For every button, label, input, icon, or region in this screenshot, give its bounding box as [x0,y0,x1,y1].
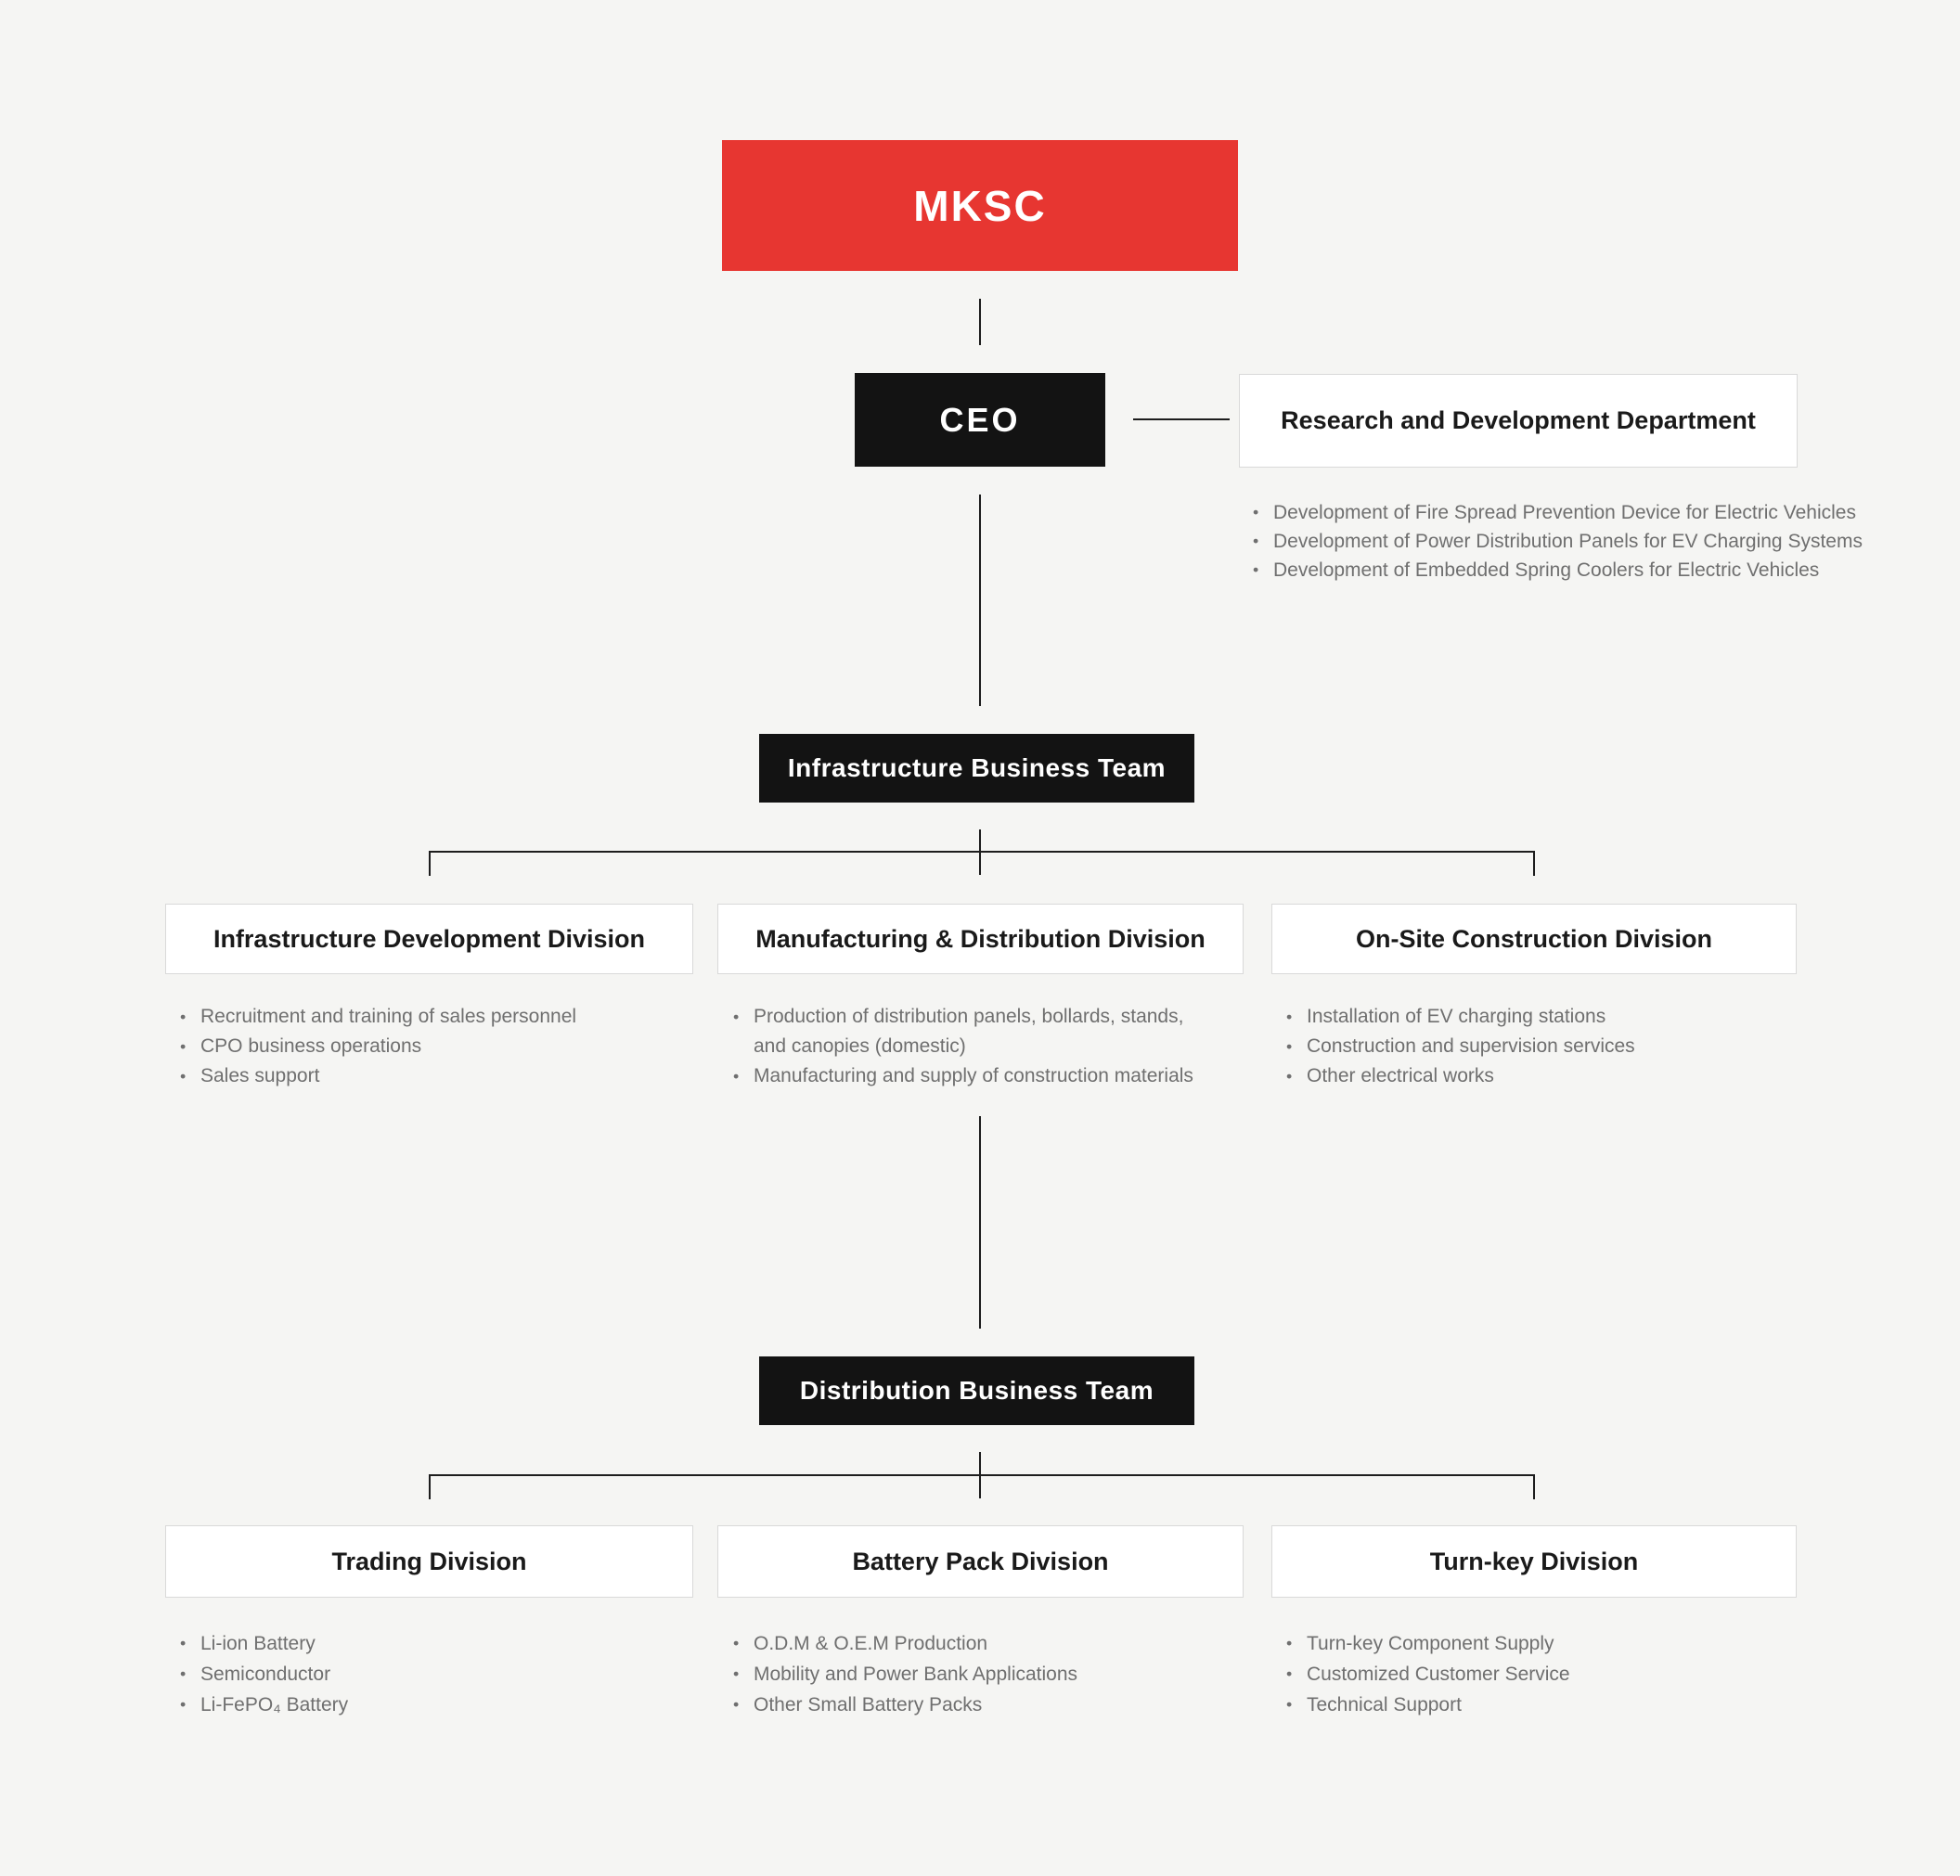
ceo-label: CEO [939,400,1021,439]
division-bullet: Li-FePO₄ Battery [176,1690,696,1720]
division-bullet: O.D.M & O.E.M Production [729,1628,1268,1659]
rnd-title: Research and Development Department [1281,406,1756,434]
division-bullet: Sales support [176,1061,715,1091]
division-node-infrastructure-development: Infrastructure Development Division [165,904,693,974]
division-bullet: Turn-key Component Supply [1283,1628,1802,1659]
division-bullet-list-battery-pack: O.D.M & O.E.M Production Mobility and Po… [729,1628,1268,1720]
division-title: Trading Division [331,1547,527,1575]
ceo-node: CEO [855,373,1105,467]
bracket1-left-tick [429,851,431,876]
division-node-trading: Trading Division [165,1525,693,1598]
division-bullet: Recruitment and training of sales person… [176,1002,715,1032]
division-title: Turn-key Division [1429,1547,1639,1575]
division-bullet-list-trading: Li-ion Battery Semiconductor Li-FePO₄ Ba… [176,1628,696,1720]
division-bullet: Technical Support [1283,1690,1802,1720]
division-node-onsite-construction: On-Site Construction Division [1271,904,1797,974]
division-bullet: Production of distribution panels, bolla… [729,1002,1305,1061]
team-label: Infrastructure Business Team [787,753,1167,782]
connector-ceo-rnd [1133,418,1230,420]
division-title: On-Site Construction Division [1355,924,1712,953]
division-bullet: CPO business operations [176,1032,715,1061]
division-bullet: Other Small Battery Packs [729,1690,1268,1720]
division-title: Manufacturing & Distribution Division [755,924,1206,953]
rnd-bullet-list: Development of Fire Spread Prevention De… [1249,498,1936,585]
division-bullet-list-infrastructure-development: Recruitment and training of sales person… [176,1002,715,1091]
company-root-node: MKSC [722,140,1238,271]
division-bullet: Customized Customer Service [1283,1659,1802,1690]
bracket1-bar [429,851,1535,853]
company-label: MKSC [913,181,1047,230]
rnd-bullet: Development of Fire Spread Prevention De… [1249,498,1936,527]
bracket2-left-tick [429,1474,431,1499]
division-bullet: Other electrical works [1283,1061,1802,1091]
division-title: Battery Pack Division [852,1547,1109,1575]
division-bullet: Installation of EV charging stations [1283,1002,1802,1032]
team-label: Distribution Business Team [799,1376,1154,1405]
division-bullet-list-onsite-construction: Installation of EV charging stations Con… [1283,1002,1802,1091]
division-node-battery-pack: Battery Pack Division [717,1525,1244,1598]
connector-team1-team2 [979,1116,981,1329]
connector-company-ceo [979,299,981,345]
division-bullet: Semiconductor [176,1659,696,1690]
rnd-bullet: Development of Power Distribution Panels… [1249,527,1936,556]
division-bullet: Li-ion Battery [176,1628,696,1659]
team-node-infrastructure: Infrastructure Business Team [759,734,1194,803]
division-bullet: Manufacturing and supply of construction… [729,1061,1305,1091]
connector-ceo-team1 [979,495,981,706]
bracket2-bar [429,1474,1535,1476]
rnd-node: Research and Development Department [1239,374,1798,468]
bracket1-right-tick [1533,851,1535,876]
division-title: Infrastructure Development Division [213,924,646,953]
division-bullet: Mobility and Power Bank Applications [729,1659,1268,1690]
division-bullet: Construction and supervision services [1283,1032,1802,1061]
rnd-bullet: Development of Embedded Spring Coolers f… [1249,556,1936,585]
division-node-turnkey: Turn-key Division [1271,1525,1797,1598]
team-node-distribution: Distribution Business Team [759,1356,1194,1425]
division-bullet-list-manufacturing-distribution: Production of distribution panels, bolla… [729,1002,1305,1091]
bracket2-right-tick [1533,1474,1535,1499]
division-bullet-list-turnkey: Turn-key Component Supply Customized Cus… [1283,1628,1802,1720]
division-node-manufacturing-distribution: Manufacturing & Distribution Division [717,904,1244,974]
